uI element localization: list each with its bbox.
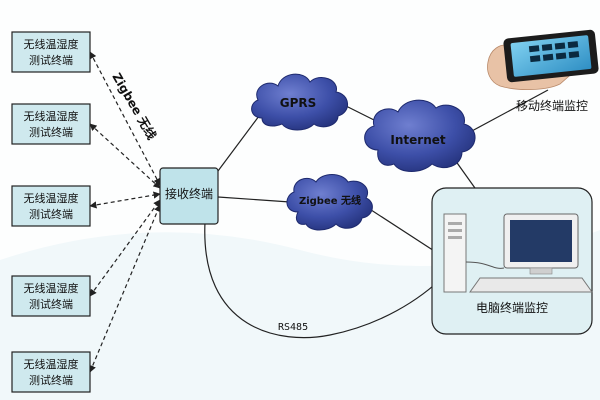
sensor-label-line1: 无线温湿度 [24, 109, 79, 123]
sensor-label-line2: 测试终端 [29, 373, 73, 387]
sensor-box [11, 275, 91, 317]
sensor-label-line2: 测试终端 [29, 125, 73, 139]
pc-terminal: 电脑终端监控 [431, 187, 593, 335]
monitor-icon [503, 213, 579, 275]
sensor-label-line1: 无线温湿度 [24, 281, 79, 295]
gprs-label: GPRS [280, 96, 317, 110]
mobile-label: 移动终端监控 [516, 98, 588, 113]
rs485-label: RS485 [278, 322, 308, 333]
receiver-label: 接收终端 [165, 186, 213, 201]
receiver-terminal: 接收终端 [159, 167, 219, 225]
sensor-box [11, 351, 91, 393]
hand-holding-phone-icon [487, 29, 599, 90]
sensor-box [11, 31, 91, 73]
pc-label: 电脑终端监控 [476, 300, 548, 315]
gprs-cloud: GPRS [251, 73, 348, 131]
sensor-label-line2: 测试终端 [29, 207, 73, 221]
sensor-box [11, 103, 91, 145]
keyboard-icon [469, 277, 593, 293]
sensor-box [11, 185, 91, 227]
sensor-label-line1: 无线温湿度 [24, 191, 79, 205]
sensor-terminals: 无线温湿度测试终端无线温湿度测试终端无线温湿度测试终端无线温湿度测试终端无线温湿… [11, 31, 91, 393]
zigbee-cloud-label: Zigbee 无线 [299, 194, 361, 207]
sensor-label-line2: 测试终端 [29, 297, 73, 311]
sensor-label-line1: 无线温湿度 [24, 357, 79, 371]
computer-tower-icon [443, 213, 467, 293]
sensor-label-line2: 测试终端 [29, 53, 73, 67]
zigbee-links [89, 51, 161, 373]
sensor-label-line1: 无线温湿度 [24, 37, 79, 51]
internet-cloud: Internet [364, 99, 476, 172]
internet-label: Internet [390, 133, 445, 147]
zigbee-cloud: Zigbee 无线 [286, 174, 373, 231]
mobile-terminal: 移动终端监控 [487, 29, 599, 113]
